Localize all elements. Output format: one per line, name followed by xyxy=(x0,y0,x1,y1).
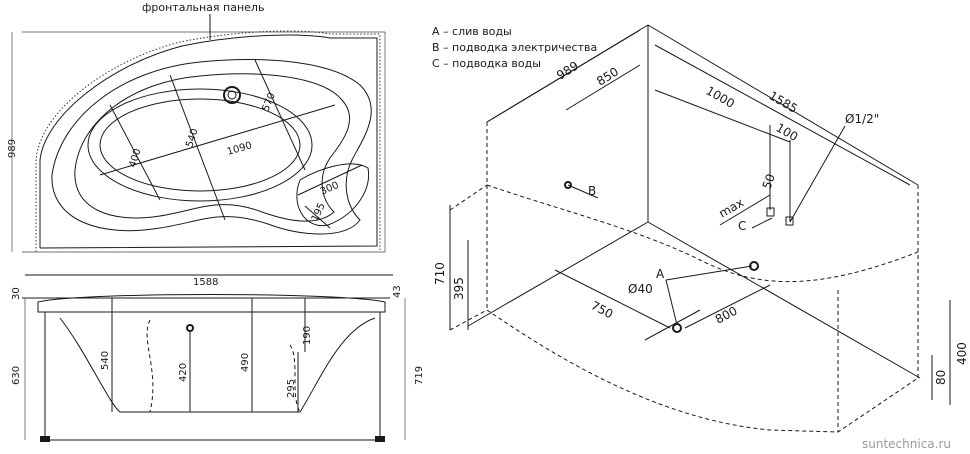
install-max-label: max xyxy=(717,195,747,220)
front-dim-30: 30 xyxy=(11,287,22,300)
dim-line-1090 xyxy=(99,104,336,176)
front-dim-540: 540 xyxy=(100,351,111,370)
dim-line-540 xyxy=(169,74,226,221)
install-dim-50: 50 xyxy=(760,172,778,191)
water-inlet-box-2 xyxy=(785,216,794,226)
dim-line-800 xyxy=(684,284,771,329)
install-dim-750: 750 xyxy=(589,298,616,321)
inner-dim-400: 400 xyxy=(127,147,143,169)
drain-inner xyxy=(227,90,237,100)
floor-left xyxy=(467,221,649,327)
inner-dim-1090: 1090 xyxy=(226,140,253,158)
dim-line-400 xyxy=(109,104,161,201)
front-dim-490: 490 xyxy=(240,353,251,372)
install-dim-395: 395 xyxy=(452,277,466,300)
install-dim-800: 800 xyxy=(713,304,740,327)
dim-line-989 xyxy=(486,29,641,123)
legend-item-a: A – слив воды xyxy=(432,25,512,38)
install-drain-dim: Ø40 xyxy=(628,282,653,296)
front-dim-295: 295 xyxy=(286,379,297,398)
front-dim-719: 719 xyxy=(414,366,425,385)
front-view: 30 630 540 420 490 190 295 43 719 xyxy=(11,285,425,442)
water-inlet-box xyxy=(766,207,775,217)
install-dim-710: 710 xyxy=(433,262,447,285)
depth-label: 989 xyxy=(7,139,18,158)
marker-b-leader xyxy=(567,184,599,199)
bath-inner-oval-2 xyxy=(99,98,301,192)
front-break-line xyxy=(146,319,154,413)
front-panel-label: фронтальная панель xyxy=(142,1,264,14)
tub-rim-outline xyxy=(39,34,378,249)
install-dim-80: 80 xyxy=(934,370,948,385)
install-dim-1585: 1585 xyxy=(767,88,800,115)
seat-area xyxy=(296,163,370,227)
front-dim-630: 630 xyxy=(11,366,22,385)
legend: A – слив воды B – подводка электричества… xyxy=(432,25,597,70)
marker-b: B xyxy=(588,184,596,198)
top-view: фронтальная панель 989 1588 400 540 1090… xyxy=(7,1,393,288)
install-dim-400: 400 xyxy=(955,342,969,365)
dim-line-1000 xyxy=(654,89,791,143)
front-dim-43: 43 xyxy=(392,285,403,298)
front-panel-outline xyxy=(35,30,381,252)
tub-shell-outline xyxy=(51,59,372,235)
dim-line-570 xyxy=(254,59,306,171)
tub-bottom-curve xyxy=(486,309,919,433)
max-line xyxy=(719,194,771,226)
dim-line-300 xyxy=(297,164,363,196)
inner-dim-195: 195 xyxy=(310,201,328,223)
wall-right-top xyxy=(647,24,919,186)
width-label: 1588 xyxy=(193,277,218,288)
drain-circle xyxy=(223,86,241,104)
tub-bath-outline xyxy=(74,73,351,222)
marker-c: C xyxy=(738,219,746,233)
dim-line-195 xyxy=(304,205,331,229)
foot-right xyxy=(375,436,385,442)
front-rim xyxy=(37,294,386,313)
marker-c-leader xyxy=(751,217,773,229)
bath-inner-oval xyxy=(87,88,313,202)
marker-a: A xyxy=(656,267,665,281)
tub-body-profile xyxy=(59,317,376,413)
drain-cross xyxy=(644,309,701,341)
drain-point xyxy=(672,323,682,333)
marker-b-point xyxy=(564,181,572,189)
marker-a-leader-2 xyxy=(665,279,678,326)
legend-item-b: B – подводка электричества xyxy=(432,41,597,54)
floor-right xyxy=(647,221,921,379)
pipe-leader xyxy=(789,125,846,223)
dim-line-1585 xyxy=(654,44,911,186)
install-dim-989: 989 xyxy=(554,59,581,83)
front-dim-420: 420 xyxy=(178,363,189,382)
tub-left-depth xyxy=(449,184,488,211)
front-dim-190: 190 xyxy=(302,326,313,345)
foot-left xyxy=(40,436,50,442)
inner-dim-570: 570 xyxy=(261,91,278,113)
dim-line-750 xyxy=(554,269,671,329)
marker-a-leader-1 xyxy=(665,265,753,281)
installation-view: 989 850 1000 1585 100 Ø1/2" max 50 B C A… xyxy=(433,24,969,433)
tub-top-curve xyxy=(486,184,919,282)
install-pipe-label: Ø1/2" xyxy=(845,112,879,126)
watermark: suntechnica.ru xyxy=(862,437,951,451)
legend-item-c: C – подводка воды xyxy=(432,57,541,70)
dim-line-850 xyxy=(565,64,641,111)
front-side-walls xyxy=(44,312,381,440)
